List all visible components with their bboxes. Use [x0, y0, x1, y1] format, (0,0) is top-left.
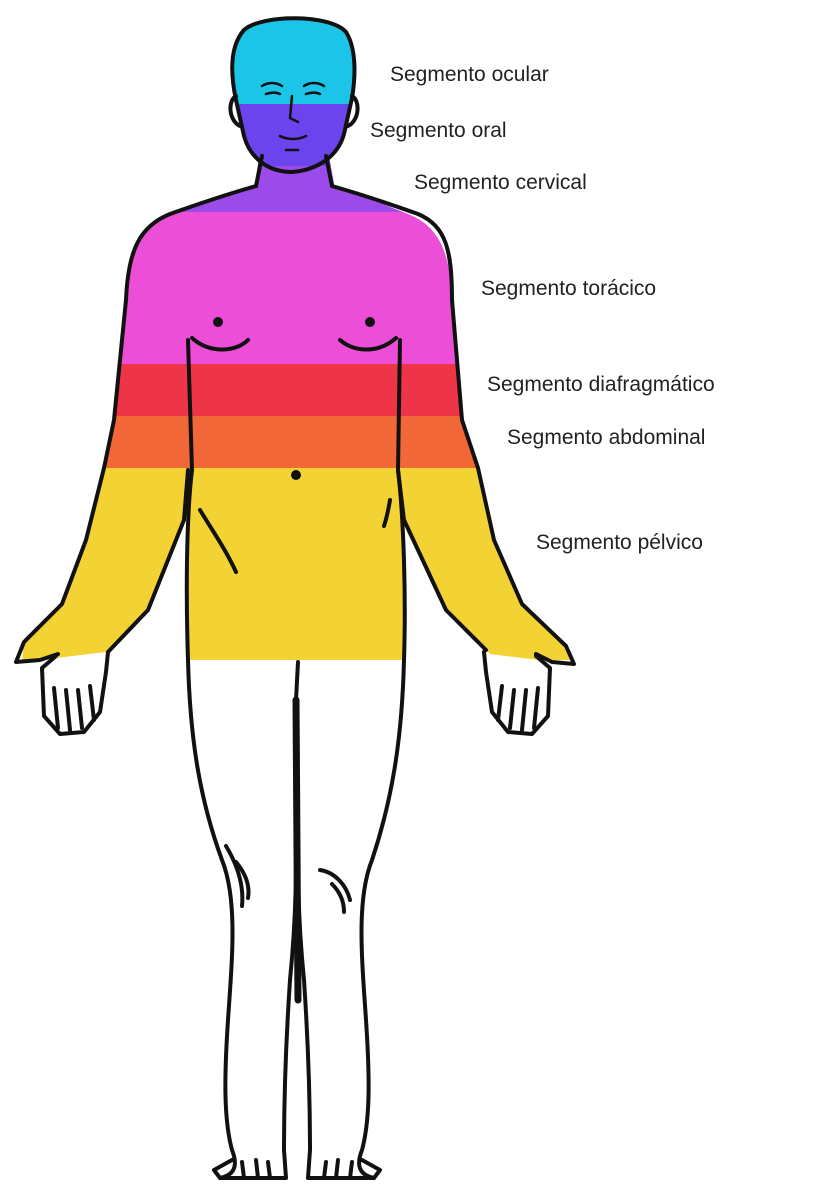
- label-segmento-ocular: Segmento ocular: [390, 64, 549, 85]
- band-cervical: [0, 166, 823, 212]
- band-pelvico: [0, 468, 823, 660]
- band-ocular: [0, 0, 823, 104]
- label-segmento-cervical: Segmento cervical: [414, 172, 587, 193]
- label-segmento-toracico: Segmento torácico: [481, 278, 656, 299]
- label-segmento-abdominal: Segmento abdominal: [507, 427, 705, 448]
- label-segmento-diafragmatico: Segmento diafragmático: [487, 374, 715, 395]
- label-segmento-oral: Segmento oral: [370, 120, 507, 141]
- label-segmento-pelvico: Segmento pélvico: [536, 532, 703, 553]
